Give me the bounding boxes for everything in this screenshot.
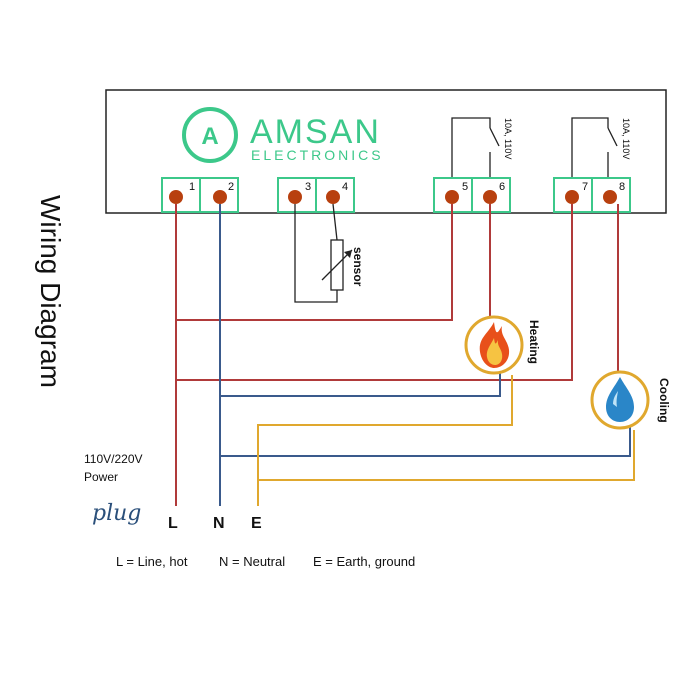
- heating-element: Heating: [464, 315, 541, 375]
- power-voltage: 110V/220V: [84, 452, 143, 466]
- terminal-8: 8: [591, 177, 631, 213]
- brand-name: AMSAN: [250, 113, 381, 151]
- logo-letter: A: [201, 123, 218, 150]
- wire-label-l: L: [168, 515, 178, 532]
- terminal-6: 6: [471, 177, 511, 213]
- page-title: Wiring Diagram: [35, 195, 66, 388]
- flame-icon: [479, 322, 510, 368]
- terminal-5: 5: [433, 177, 473, 213]
- terminal-1: 1: [161, 177, 201, 213]
- legend-line: L = Line, hot: [116, 554, 188, 569]
- terminal-1-label: 1: [189, 181, 195, 193]
- brand-subtitle: ELECTRONICS: [251, 147, 384, 163]
- neutral-wires: [219, 204, 631, 506]
- relay-2: 10A, 110V: [571, 117, 631, 180]
- terminal-8-label: 8: [619, 181, 625, 193]
- terminal-6-label: 6: [499, 181, 505, 193]
- water-drop-icon: [606, 377, 634, 422]
- cooling-label: Cooling: [657, 378, 671, 423]
- terminal-3-label: 3: [305, 181, 311, 193]
- terminal-4-label: 4: [342, 181, 348, 193]
- relay-2-rating: 10A, 110V: [621, 118, 631, 159]
- sensor-label: sensor: [351, 247, 365, 287]
- heating-label: Heating: [527, 320, 541, 364]
- terminal-4: 4: [315, 177, 355, 213]
- sensor: sensor: [294, 203, 365, 303]
- wire-label-n: N: [213, 515, 225, 532]
- relay-1: 10A, 110V: [451, 117, 513, 180]
- terminal-7-label: 7: [582, 181, 588, 193]
- earth-wires: [257, 375, 635, 506]
- brand-logo-icon: A: [182, 107, 238, 163]
- terminal-3: 3: [277, 177, 317, 213]
- plug-label: plug: [92, 501, 141, 526]
- terminal-5-label: 5: [462, 181, 468, 193]
- legend-neutral: N = Neutral: [219, 554, 285, 569]
- wire-label-e: E: [251, 515, 262, 532]
- line-wires: [175, 204, 619, 506]
- power-label: Power: [84, 470, 118, 484]
- relay-1-rating: 10A, 110V: [503, 118, 513, 159]
- terminal-2-label: 2: [228, 181, 234, 193]
- cooling-element: Cooling: [590, 370, 671, 430]
- legend-earth: E = Earth, ground: [313, 554, 415, 569]
